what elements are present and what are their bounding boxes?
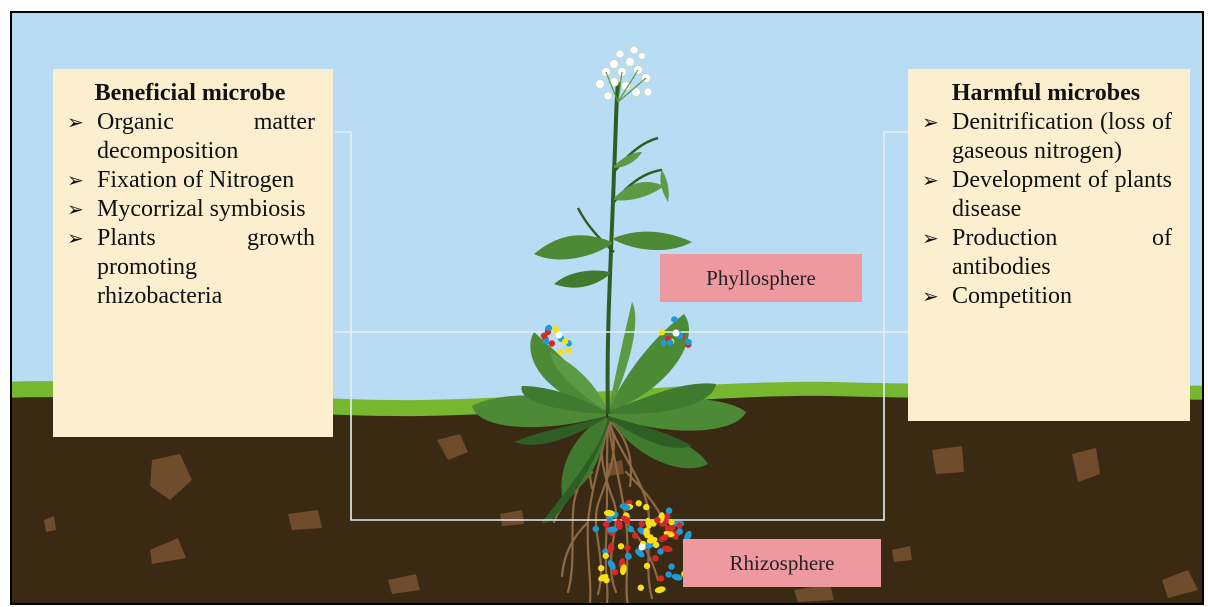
list-item: ➢Mycorrizal symbiosis	[65, 195, 315, 224]
beneficial-title: Beneficial microbe	[65, 79, 315, 108]
microbe-center-dot	[639, 544, 646, 551]
list-item: ➢Fixation of Nitrogen	[65, 166, 315, 195]
arrow-bullet-icon: ➢	[67, 224, 84, 253]
beneficial-list: ➢Organic matter decomposition ➢Fixation …	[65, 108, 315, 311]
list-item: ➢Denitrification (loss of gaseous nitrog…	[920, 108, 1172, 166]
arrow-bullet-icon: ➢	[922, 224, 939, 253]
arrow-bullet-icon: ➢	[922, 108, 939, 137]
arrow-bullet-icon: ➢	[67, 166, 84, 195]
harmful-list: ➢Denitrification (loss of gaseous nitrog…	[920, 108, 1172, 311]
harmful-microbes-box: Harmful microbes ➢Denitrification (loss …	[908, 69, 1190, 421]
beneficial-microbes-box: Beneficial microbe ➢Organic matter decom…	[53, 69, 333, 437]
rhizosphere-label: Rhizosphere	[683, 539, 881, 587]
list-item: ➢Production of antibodies	[920, 224, 1172, 282]
microbe-center-dot	[556, 332, 563, 339]
list-item: ➢Competition	[920, 282, 1172, 311]
list-item: ➢Plants growth promoting rhizobacteria	[65, 224, 315, 311]
arrow-bullet-icon: ➢	[67, 195, 84, 224]
list-item: ➢Development of plants disease	[920, 166, 1172, 224]
arrow-bullet-icon: ➢	[922, 282, 939, 311]
phyllosphere-label: Phyllosphere	[660, 254, 862, 302]
list-item: ➢Organic matter decomposition	[65, 108, 315, 166]
harmful-title: Harmful microbes	[920, 79, 1172, 108]
microbe-center-dot	[673, 330, 680, 337]
arrow-bullet-icon: ➢	[922, 166, 939, 195]
arrow-bullet-icon: ➢	[67, 108, 84, 137]
